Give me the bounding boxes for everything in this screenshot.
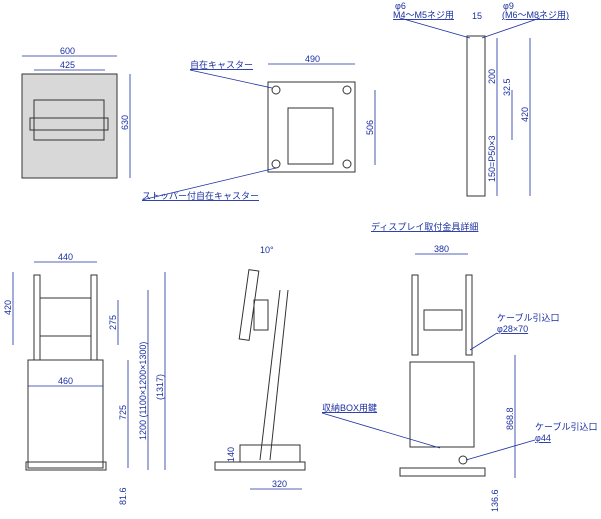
dim-630: 630 (120, 115, 130, 130)
hole-small-note: M4〜M5ネジ用 (393, 10, 454, 20)
key-label: 収納BOX用鍵 (322, 402, 377, 413)
bracket-title: ディスプレイ取付金具詳細 (371, 221, 478, 232)
hole-large-label: φ9 (503, 1, 514, 11)
dim-81-6: 81.6 (118, 487, 128, 505)
dim-600: 600 (60, 46, 75, 56)
dim-pitch: 150=P50×3 (487, 135, 497, 182)
base-view: 490 506 自在キャスター ストッパー付自在キャスター (141, 54, 376, 201)
stopper-caster-label: ストッパー付自在キャスター (142, 190, 259, 201)
cable-inlet-upper-size: φ28×70 (497, 324, 528, 334)
caster-label: 自在キャスター (190, 59, 253, 70)
dim-440: 440 (58, 252, 73, 262)
dim-1200: 1200 (1100×1200×1300) (138, 342, 148, 440)
cable-inlet-lower-size: φ44 (535, 433, 551, 443)
cable-inlet-upper-label: ケーブル引込口 (497, 312, 559, 323)
dim-32-5: 32.5 (502, 78, 512, 96)
dim-320: 320 (272, 479, 287, 489)
dim-506: 506 (365, 120, 375, 135)
rear-view: 380 ケーブル引込口 φ28×70 収納BOX用鍵 868.8 ケーブル引込口… (321, 244, 597, 512)
dim-490: 490 (305, 54, 320, 64)
dim-1317: (1317) (155, 374, 165, 400)
dim-460: 460 (58, 376, 73, 386)
dim-868-8: 868.8 (505, 407, 515, 430)
dim-200: 200 (487, 69, 497, 84)
dim-136-6: 136.6 (490, 489, 500, 512)
dim-275: 275 (108, 315, 118, 330)
top-view: 600 425 630 (21, 46, 131, 179)
cable-inlet-lower-label: ケーブル引込口 (535, 421, 597, 432)
dim-425: 425 (60, 60, 75, 70)
dim-725: 725 (118, 405, 128, 420)
dim-420-front: 420 (3, 300, 13, 315)
dim-380: 380 (434, 244, 449, 254)
dim-140: 140 (226, 447, 236, 462)
dim-420: 420 (520, 107, 530, 122)
front-view: 440 420 275 460 725 1200 (1100×1200×1300… (3, 252, 166, 505)
hole-large-note: (M6〜M8ネジ用) (502, 10, 569, 20)
bracket-detail: φ6 M4〜M5ネジ用 15 φ9 (M6〜M8ネジ用) 200 32.5 42… (371, 1, 569, 232)
hole-small-label: φ6 (395, 1, 406, 11)
dim-angle: 10° (260, 245, 274, 255)
side-view: 10° 140 320 (214, 245, 306, 490)
dim-15: 15 (472, 11, 482, 21)
